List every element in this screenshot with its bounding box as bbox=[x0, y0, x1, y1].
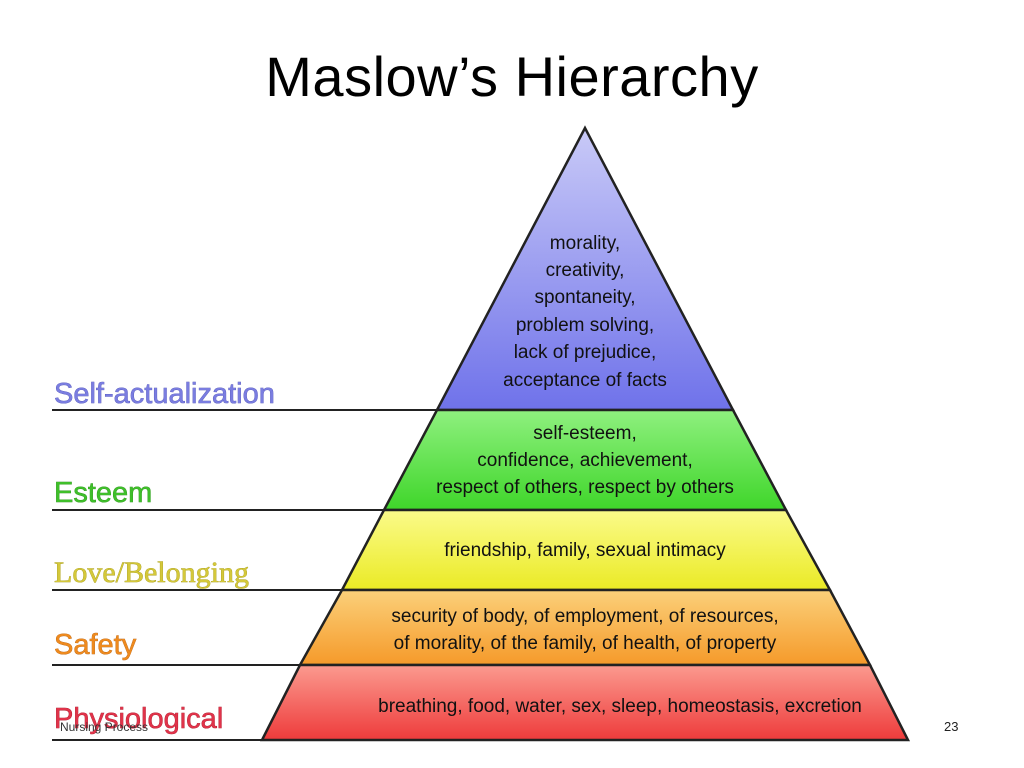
band-text-line: confidence, achievement, bbox=[477, 450, 692, 471]
level-label-esteem: Esteem bbox=[54, 477, 152, 509]
band-text-line: security of body, of employment, of reso… bbox=[391, 606, 778, 627]
band-text-line: of morality, of the family, of health, o… bbox=[394, 633, 777, 654]
level-label-self-actualization: Self-actualization bbox=[54, 378, 275, 410]
page-number: 23 bbox=[944, 719, 959, 734]
band-text-line: friendship, family, sexual intimacy bbox=[444, 540, 726, 561]
band-text-line: problem solving, bbox=[516, 315, 654, 336]
level-label-physiological: Physiological bbox=[54, 703, 223, 735]
band-text-line: morality, bbox=[550, 233, 620, 254]
footer-label: Nursing Process bbox=[60, 720, 149, 734]
band-text-line: breathing, food, water, sex, sleep, home… bbox=[378, 696, 862, 717]
band-text-line: acceptance of facts bbox=[503, 370, 667, 391]
band-physiological bbox=[259, 663, 911, 742]
level-label-love-belonging: Love/Belonging bbox=[54, 556, 249, 589]
slide-title: Maslow’s Hierarchy bbox=[265, 45, 759, 108]
band-text-line: self-esteem, bbox=[533, 423, 636, 444]
band-text-line: respect of others, respect by others bbox=[436, 477, 734, 498]
band-text-line: creativity, bbox=[546, 260, 625, 281]
band-text-line: lack of prejudice, bbox=[514, 342, 657, 363]
band-text-line: spontaneity, bbox=[534, 287, 635, 308]
level-label-safety: Safety bbox=[54, 629, 137, 661]
